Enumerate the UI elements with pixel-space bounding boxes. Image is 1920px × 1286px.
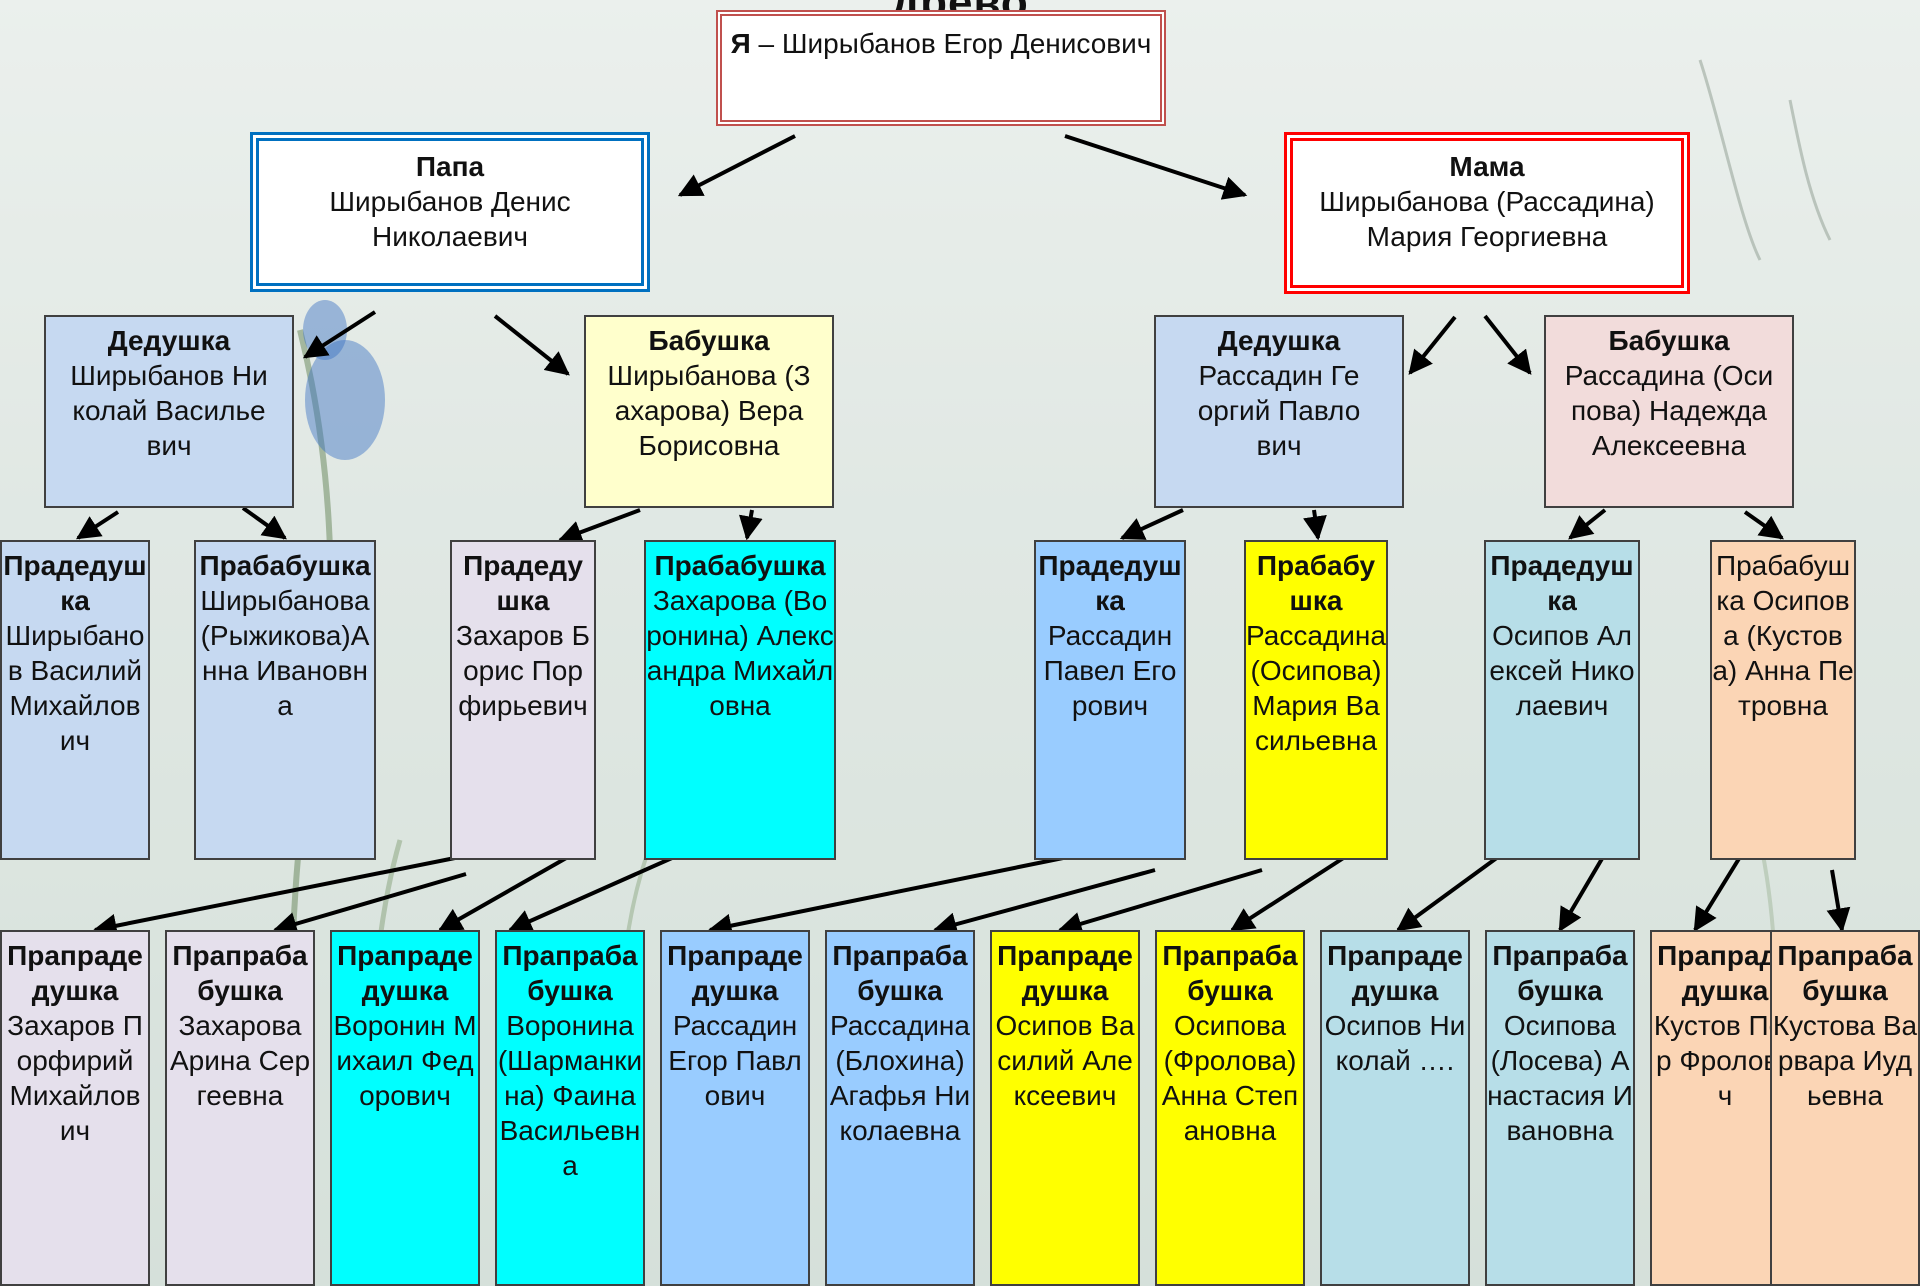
gen5-name: Рассадин Егор Павлович (668, 1010, 802, 1111)
gen3-title: Дедушка (1217, 325, 1341, 356)
great-grandparent-box-5: Прадедушка Рассадин Павел Егорович (1034, 540, 1186, 860)
gen3-title: Бабушка (1608, 325, 1730, 356)
gen5-name: Рассадина (Блохина) Агафья Николаевна (829, 1010, 971, 1146)
grandfather-maternal-box: Дедушка Рассадин Георгий Павлович (1154, 315, 1404, 508)
gen5-title: Прапрадедушка (337, 940, 473, 1006)
great-great-grandparent-box-1: Прапрадедушка Захаров Порфирий Михайлови… (0, 930, 150, 1286)
great-grandparent-box-1: Прадедушка Ширыбанов Василий Михайлович (0, 540, 150, 860)
gen4-name: Рассадина (Осипова) Мария Васильевна (1246, 620, 1386, 756)
papa-title: Папа (415, 151, 485, 182)
gen3-name: Рассадин Георгий Павлович (1197, 360, 1361, 461)
gen5-name: Осипова (Фролова) Анна Степановна (1161, 1010, 1299, 1146)
gen4-name: Захарова (Воронина) Александра Михайловн… (646, 585, 834, 721)
grandfather-paternal-box: Дедушка Ширыбанов Николай Васильевич (44, 315, 294, 508)
gen4-title: Прадедушка (463, 550, 583, 616)
gen5-name: Захарова Арина Сергеевна (169, 1010, 311, 1111)
mama-name: Ширыбанова (Рассадина) Мария Георгиевна (1319, 186, 1655, 252)
gen5-title: Прапрадедушка (667, 940, 803, 1006)
great-great-grandparent-box-6: Прапрабабушка Рассадина (Блохина) Агафья… (825, 930, 975, 1286)
gen4-title: Прадедушка (1038, 550, 1182, 616)
gen5-name: Кустова Варвара Иудьевна (1772, 1010, 1918, 1111)
gen5-title: Прапрабабушка (502, 940, 638, 1006)
great-grandparent-box-7: Прадедушка Осипов Алексей Николаевич (1484, 540, 1640, 860)
great-grandparent-box-3: Прадедушка Захаров Борис Порфирьевич (450, 540, 596, 860)
papa-name: Ширыбанов Денис Николаевич (329, 186, 571, 252)
gen5-name: Осипов Василий Алексеевич (995, 1010, 1135, 1111)
gen5-title: Прапрадедушка (1327, 940, 1463, 1006)
grandmother-maternal-box: Бабушка Рассадина (Осипова) Надежда Алек… (1544, 315, 1794, 508)
gen4-title: Прабабушка (654, 550, 826, 581)
great-great-grandparent-box-7: Прапрадедушка Осипов Василий Алексеевич (990, 930, 1140, 1286)
gen5-name: Воронин Михаил Федорович (333, 1010, 477, 1111)
gen5-title: Прапрабабушка (1777, 940, 1913, 1006)
gen4-name: Ширыбанова (Рыжикова)Анна Ивановна (200, 585, 370, 721)
great-great-grandparent-box-8: Прапрабабушка Осипова (Фролова) Анна Сте… (1155, 930, 1305, 1286)
gen4-name: Осипов Алексей Николаевич (1489, 620, 1635, 721)
great-grandparent-box-2: Прабабушка Ширыбанова (Рыжикова)Анна Ива… (194, 540, 376, 860)
great-great-grandparent-box-4: Прапрабабушка Воронина (Шарманкина) Фаин… (495, 930, 645, 1286)
self-box: Я – Ширыбанов Егор Денисович (716, 10, 1166, 126)
mama-title: Мама (1449, 151, 1525, 182)
great-great-grandparent-box-9: Прапрадедушка Осипов Николай …. (1320, 930, 1470, 1286)
gen5-name: Осипов Николай …. (1324, 1010, 1466, 1076)
arrow-mama-grandpa (1408, 315, 1457, 375)
great-great-grandparent-box-5: Прапрадедушка Рассадин Егор Павлович (660, 930, 810, 1286)
arrow-self-papa (677, 134, 796, 197)
gen5-name: Воронина (Шарманкина) Фаина Васильевна (497, 1010, 643, 1181)
gen3-title: Бабушка (648, 325, 770, 356)
gen5-title: Прапрабабушка (1162, 940, 1298, 1006)
gen4-name: Ширыбанов Василий Михайлович (5, 620, 145, 756)
gen4-name: Захаров Борис Порфирьевич (456, 620, 590, 721)
gen5-title: Прапрабабушка (832, 940, 968, 1006)
arrow-mama-grandma (1483, 314, 1532, 375)
gen4-title: Прабабушка (1256, 550, 1376, 616)
gen4-title: Прадедушка (3, 550, 147, 616)
arrow-papa-grandpa (302, 310, 377, 359)
great-grandparent-box-8: Прабабушка Осипова (Кустова) Анна Петров… (1710, 540, 1856, 860)
gen4-title: Прадедушка (1490, 550, 1634, 616)
gen3-name: Ширыбанов Николай Васильевич (70, 360, 268, 461)
grandmother-paternal-box: Бабушка Ширыбанова (Захарова) Вера Борис… (584, 315, 834, 508)
great-grandparent-box-6: Прабабушка Рассадина (Осипова) Мария Вас… (1244, 540, 1388, 860)
arrow-papa-grandma (493, 314, 570, 376)
great-great-grandparent-box-3: Прапрадедушка Воронин Михаил Федорович (330, 930, 480, 1286)
gen5-title: Прапрабабушка (172, 940, 308, 1006)
great-great-grandparent-box-12: Прапрабабушка Кустова Варвара Иудьевна (1770, 930, 1920, 1286)
self-name: – Ширыбанов Егор Денисович (750, 28, 1152, 59)
self-title: Я (730, 28, 751, 59)
gen4-name: Рассадин Павел Егорович (1043, 620, 1177, 721)
gen5-name: Осипова (Лосева) Анастасия Ивановна (1487, 1010, 1633, 1146)
gen5-name: Захаров Порфирий Михайлович (7, 1010, 143, 1146)
papa-box: Папа Ширыбанов Денис Николаевич (250, 132, 650, 292)
gen5-title: Прапрадедушка (997, 940, 1133, 1006)
gen3-title: Дедушка (107, 325, 231, 356)
gen4-title: Прабабушка (199, 550, 371, 581)
great-grandparent-box-4: Прабабушка Захарова (Воронина) Александр… (644, 540, 836, 860)
mama-box: Мама Ширыбанова (Рассадина) Мария Георги… (1284, 132, 1690, 294)
gen3-name: Рассадина (Осипова) Надежда Алексеевна (1564, 360, 1774, 461)
gen4-name: Прабабушка Осипова (Кустова) Анна Петров… (1712, 550, 1854, 721)
gen5-title: Прапрадедушка (7, 940, 143, 1006)
gen3-name: Ширыбанова (Захарова) Вера Борисовна (607, 360, 811, 461)
gen5-title: Прапрабабушка (1492, 940, 1628, 1006)
great-great-grandparent-box-10: Прапрабабушка Осипова (Лосева) Анастасия… (1485, 930, 1635, 1286)
arrow-self-mama (1064, 134, 1248, 200)
great-great-grandparent-box-2: Прапрабабушка Захарова Арина Сергеевна (165, 930, 315, 1286)
